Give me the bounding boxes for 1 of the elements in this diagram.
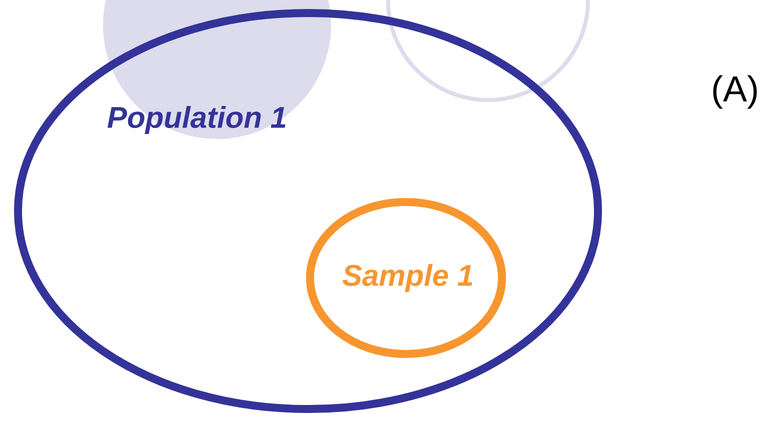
panel-label: (A) <box>713 75 757 109</box>
